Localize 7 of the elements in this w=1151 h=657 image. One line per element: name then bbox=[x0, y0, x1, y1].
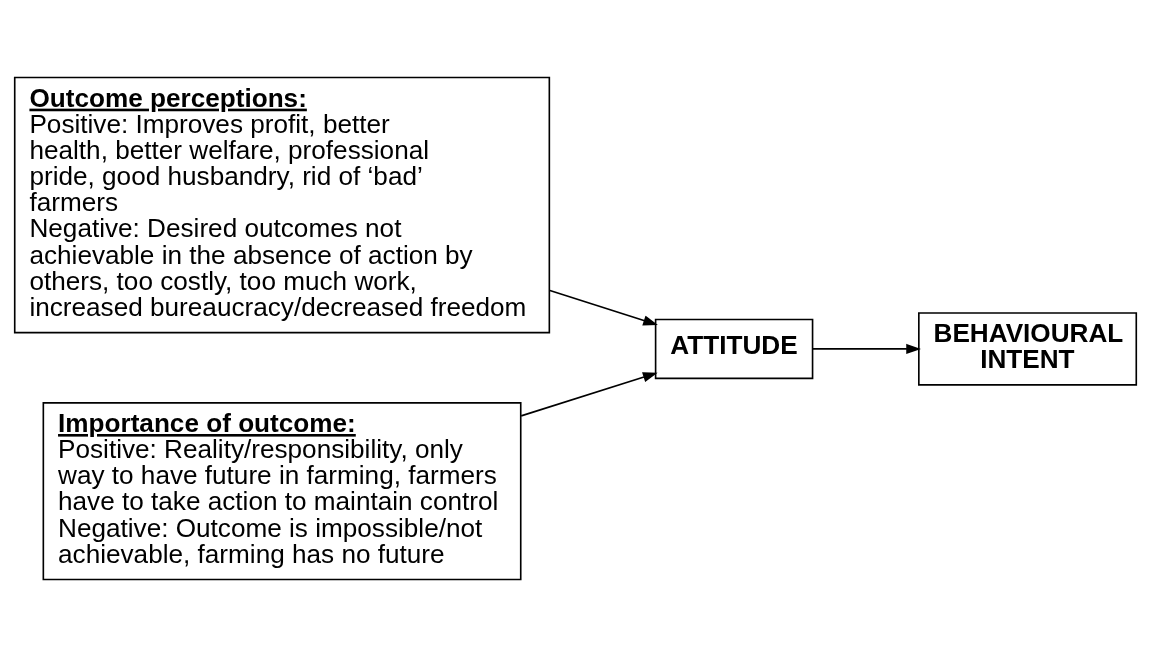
node-box: Outcome perceptions: Positive: Improves profit, better health, better welfare, professional pride, good husbandry, rid of ‘bad’ farmers Negative: Desired outcomes not achievable in the absence of action by others, too costly, too much work, increased bureaucracy/decreased freedom bbox=[13, 76, 551, 334]
node-box: Importance of outcome: Positive: Reality/responsibility, only way to have future in farming, farmers have to take action to maintain control Negative: Outcome is impossible/not achievable, farming has no future bbox=[42, 402, 522, 581]
node-box: BEHAVIOURAL INTENT bbox=[918, 312, 1138, 386]
arrow bbox=[811, 343, 921, 355]
node-box: ATTITUDE bbox=[654, 318, 814, 380]
arrow bbox=[520, 372, 658, 417]
arrow bbox=[549, 289, 658, 326]
